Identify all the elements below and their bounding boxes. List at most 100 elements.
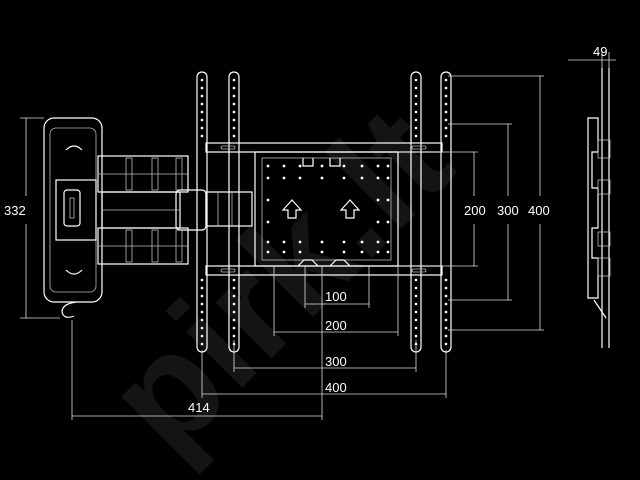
rail-hole — [444, 78, 448, 82]
rail-hole — [414, 86, 418, 90]
rail-hole — [200, 134, 204, 138]
rail-hole — [200, 334, 204, 338]
plate-hole — [266, 220, 270, 224]
dim-label-h414: 414 — [188, 400, 210, 415]
rail-hole — [414, 286, 418, 290]
vertical-rails — [196, 71, 452, 353]
rail-hole — [232, 86, 236, 90]
dim-label-h100: 100 — [325, 289, 347, 304]
rail-hole — [414, 318, 418, 322]
rail-hole — [200, 78, 204, 82]
rail-hole — [444, 294, 448, 298]
rail-hole — [414, 134, 418, 138]
dim-label-v200: 200 — [464, 203, 486, 218]
plate-hole — [298, 164, 302, 168]
rail-hole — [232, 294, 236, 298]
dim-label-h400: 400 — [325, 380, 347, 395]
plate-hole — [282, 250, 286, 254]
dimension-lines — [20, 52, 616, 420]
rail-hole — [200, 302, 204, 306]
plate-hole — [298, 176, 302, 180]
rail-hole — [444, 134, 448, 138]
plate-hole — [386, 250, 390, 254]
rail-hole — [200, 310, 204, 314]
rail-hole — [200, 126, 204, 130]
rail-hole — [200, 326, 204, 330]
plate-holes — [266, 164, 390, 254]
rail-hole — [444, 310, 448, 314]
dimension-labels: 332 49 200 300 400 100 200 300 400 414 — [4, 44, 607, 415]
articulating-arm — [97, 155, 253, 265]
watermark-text: pirk.lt — [74, 75, 482, 480]
rail-hole — [232, 134, 236, 138]
dim-label-49: 49 — [593, 44, 607, 59]
rail-hole — [414, 302, 418, 306]
plate-hole — [342, 250, 346, 254]
rail-hole — [444, 110, 448, 114]
rail-hole — [232, 78, 236, 82]
rail-hole — [444, 318, 448, 322]
rail-hole — [232, 302, 236, 306]
plate-hole — [386, 240, 390, 244]
plate-hole — [386, 176, 390, 180]
up-arrow-icon — [281, 199, 303, 219]
rail-hole — [444, 102, 448, 106]
plate-hole — [266, 176, 270, 180]
rail-hole — [200, 318, 204, 322]
rail-hole — [444, 126, 448, 130]
rail-hole — [414, 326, 418, 330]
plate-hole — [386, 220, 390, 224]
rail-hole — [414, 94, 418, 98]
rail-hole — [200, 286, 204, 290]
plate-hole — [266, 240, 270, 244]
plate-hole — [298, 250, 302, 254]
plate-hole — [386, 198, 390, 202]
rail-hole — [444, 302, 448, 306]
plate-hole — [266, 250, 270, 254]
rail-hole — [200, 102, 204, 106]
rail-hole — [444, 326, 448, 330]
wall-bracket — [43, 117, 103, 318]
plate-hole — [360, 164, 364, 168]
rail-hole — [232, 318, 236, 322]
rail-hole — [414, 294, 418, 298]
rail-hole — [232, 326, 236, 330]
plate-hole — [282, 176, 286, 180]
dim-label-v400: 400 — [528, 203, 550, 218]
plate-hole — [266, 198, 270, 202]
plate-hole — [376, 240, 380, 244]
dim-label-h300: 300 — [325, 354, 347, 369]
rail-hole — [414, 334, 418, 338]
rail-hole — [200, 94, 204, 98]
rail-hole — [414, 78, 418, 82]
rail-hole — [444, 278, 448, 282]
plate-hole — [282, 240, 286, 244]
rail-hole — [414, 126, 418, 130]
rail-hole — [444, 86, 448, 90]
vesa-plate — [254, 151, 399, 267]
plate-hole — [282, 164, 286, 168]
rail-hole — [232, 102, 236, 106]
rail-hole — [200, 342, 204, 346]
plate-hole — [320, 164, 324, 168]
rail-hole — [200, 86, 204, 90]
plate-hole — [376, 198, 380, 202]
rail-hole — [232, 118, 236, 122]
plate-hole — [386, 164, 390, 168]
plate-hole — [376, 220, 380, 224]
rail-hole — [232, 310, 236, 314]
rail-hole — [414, 310, 418, 314]
rail-hole — [444, 286, 448, 290]
plate-hole — [298, 240, 302, 244]
rail-hole — [200, 118, 204, 122]
rail-hole — [414, 278, 418, 282]
rail-hole — [232, 278, 236, 282]
rail-hole — [444, 118, 448, 122]
plate-hole — [266, 164, 270, 168]
dim-label-332: 332 — [4, 203, 26, 218]
plate-hole — [320, 250, 324, 254]
rail-hole — [200, 278, 204, 282]
plate-hole — [320, 240, 324, 244]
rail-hole — [232, 126, 236, 130]
